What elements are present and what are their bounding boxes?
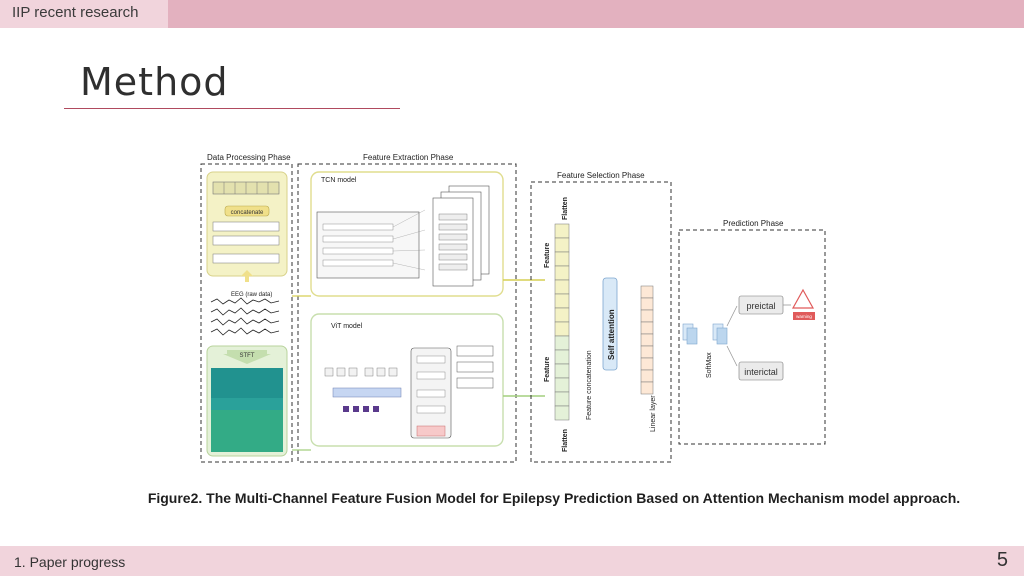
self-attention-block	[602, 277, 618, 371]
data-processing-box	[200, 163, 293, 463]
vit-model-box	[310, 313, 504, 447]
warning-label: warning	[796, 314, 812, 319]
prediction-box	[678, 229, 826, 445]
eeg-waveforms	[210, 297, 280, 336]
vit-model-label: ViT model	[331, 323, 363, 330]
feature-extraction-label: Feature Extraction Phase	[363, 153, 454, 162]
eeg-label: EEG (raw data)	[231, 292, 272, 298]
footer-section-label: 1. Paper progress	[14, 554, 126, 570]
stft-arrow	[223, 350, 271, 364]
header-section-label: IIP recent research	[12, 4, 139, 21]
linear-layer-label: Linear layer	[650, 395, 657, 432]
title-underline	[64, 108, 400, 109]
header-bar: IIP recent research	[0, 0, 1024, 28]
tcn-conv-block	[316, 211, 420, 279]
page-number: 5	[996, 549, 1008, 571]
concatenate-label: concatenate	[231, 210, 264, 216]
feature-selection-box	[530, 181, 672, 463]
prediction-label: Prediction Phase	[723, 219, 784, 228]
interictal-label: interictal	[744, 367, 778, 377]
flatten-vector	[554, 223, 570, 421]
concatenate-box	[224, 205, 270, 217]
flatten-top-label: Flatten	[562, 197, 569, 220]
feature-concatenation-label: Feature concatenation	[586, 350, 593, 420]
up-arrow-icon	[241, 270, 253, 282]
stft-label: STFT	[240, 353, 255, 359]
feature-extraction-box	[297, 163, 517, 463]
patch-embedding	[332, 387, 402, 398]
interictal-box	[738, 361, 784, 381]
method-diagram: Data Processing Phase concatenate EEG (r…	[193, 150, 833, 468]
tcn-model-label: TCN model	[321, 177, 357, 184]
preictal-label: preictal	[746, 301, 775, 311]
data-processing-label: Data Processing Phase	[207, 153, 291, 162]
header-tab: IIP recent research	[0, 0, 168, 28]
feature-top-label: Feature	[544, 243, 551, 268]
self-attention-label: Self attention	[607, 309, 616, 360]
slide-title: Method	[80, 60, 229, 104]
warning-icon	[791, 288, 815, 309]
feature-selection-label: Feature Selection Phase	[557, 171, 645, 180]
softmax-label: SoftMax	[706, 352, 713, 378]
diagram-svg: Data Processing Phase concatenate EEG (r…	[200, 153, 826, 463]
feature-bottom-label: Feature	[544, 357, 551, 382]
linear-layer-vector	[640, 285, 654, 395]
flatten-bottom-label: Flatten	[562, 429, 569, 452]
footer-bar: 1. Paper progress 5	[0, 546, 1024, 576]
warning-badge	[793, 312, 815, 320]
figure-caption: Figure2. The Multi-Channel Feature Fusio…	[147, 490, 961, 506]
